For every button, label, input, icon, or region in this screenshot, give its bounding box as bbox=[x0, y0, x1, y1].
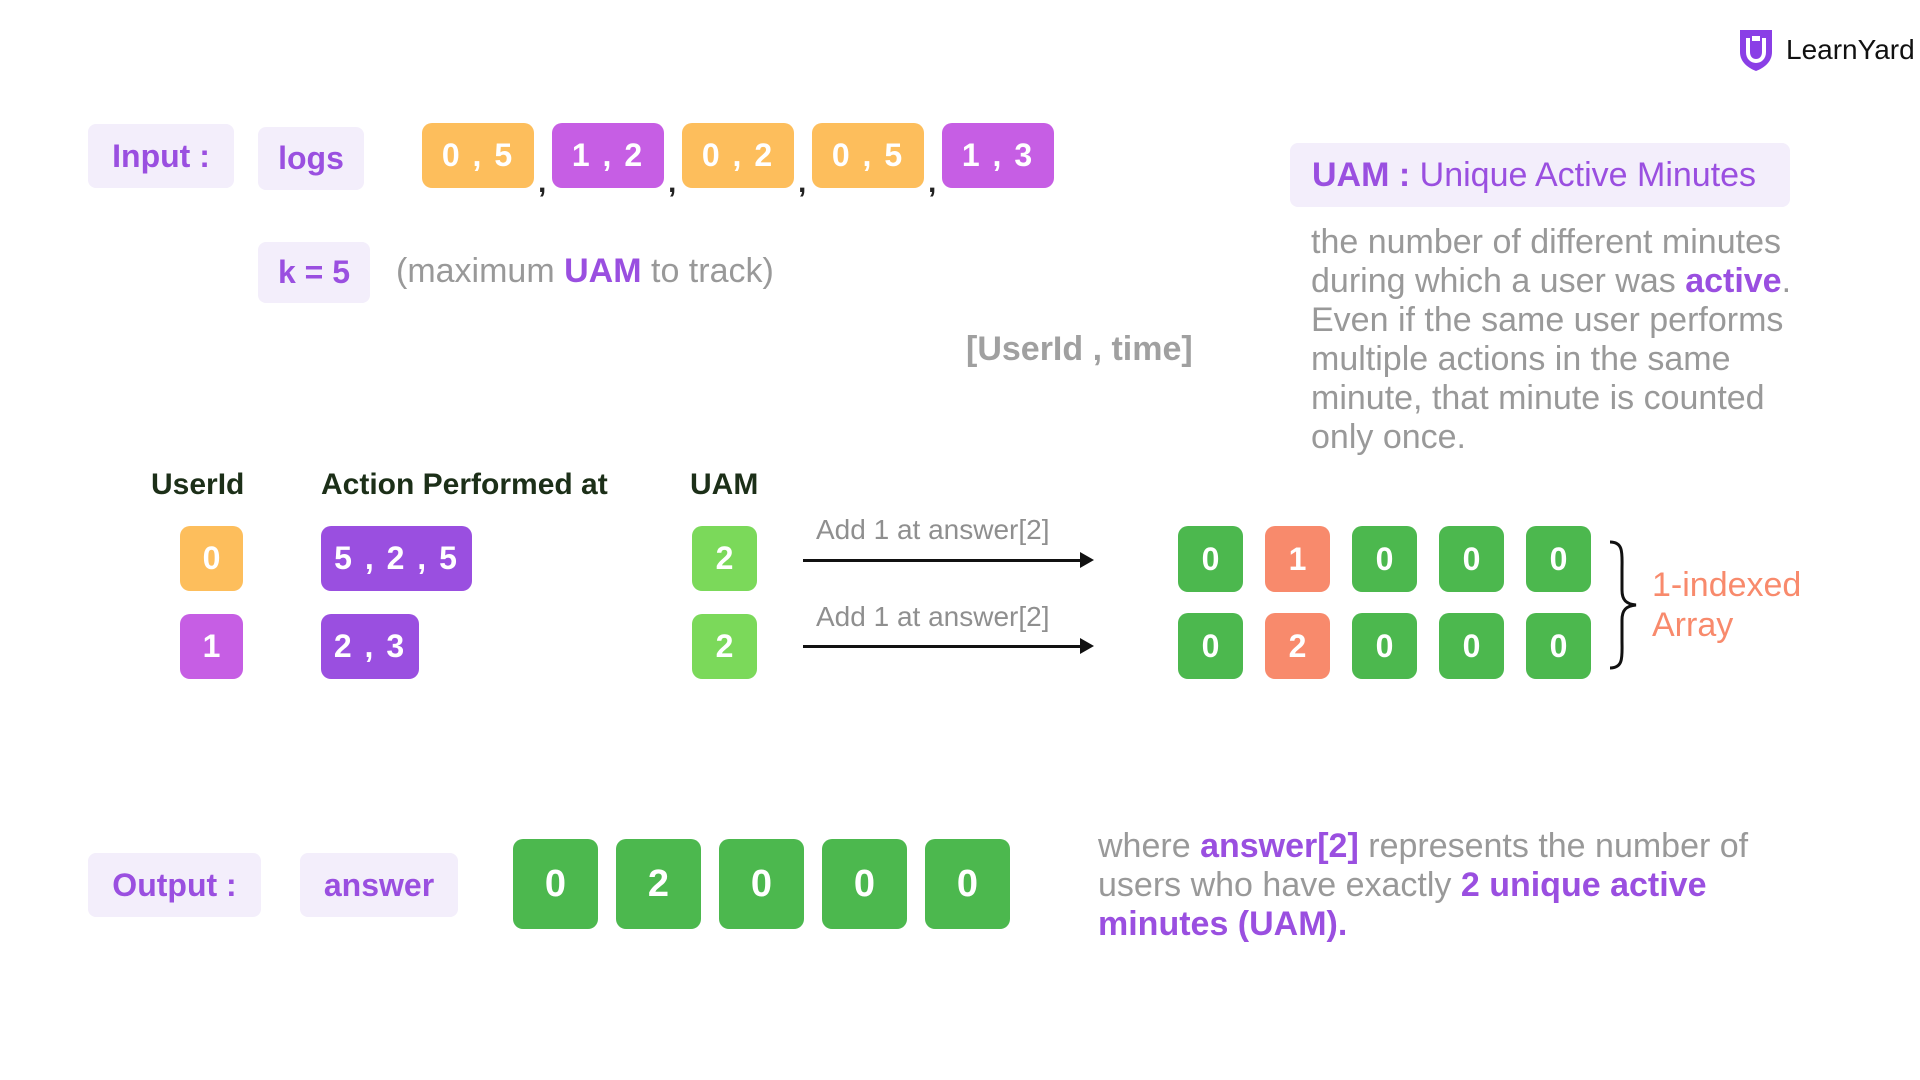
row-user-chip: 1 bbox=[180, 614, 243, 679]
row-arrow bbox=[803, 645, 1083, 648]
row-note: Add 1 at answer[2] bbox=[816, 601, 1050, 632]
shield-logo-icon bbox=[1740, 30, 1772, 71]
k-note-close: to track) bbox=[641, 252, 774, 290]
definition-text: the number of different minutes during w… bbox=[1311, 223, 1811, 457]
array-cell: 0 bbox=[1352, 613, 1417, 679]
array-cell: 1 bbox=[1265, 526, 1330, 592]
row-arrow-head-icon bbox=[1080, 552, 1094, 568]
definition-text-bold: active bbox=[1685, 262, 1782, 300]
output-expl-bold-1: answer[2] bbox=[1200, 827, 1359, 865]
array-cell: 0 bbox=[1526, 613, 1591, 679]
log-separator: , bbox=[668, 166, 677, 199]
header-userid: UserId bbox=[151, 468, 245, 501]
logs-label: logs bbox=[258, 127, 364, 190]
log-separator: , bbox=[928, 166, 937, 199]
definition-title-rest: Unique Active Minutes bbox=[1410, 156, 1757, 194]
format-hint: [UserId , time] bbox=[966, 330, 1193, 368]
array-cell: 0 bbox=[1439, 613, 1504, 679]
output-explanation: where answer[2] represents the number of… bbox=[1098, 827, 1798, 944]
array-cell: 0 bbox=[1439, 526, 1504, 592]
row-actions-chip: 2 , 3 bbox=[321, 614, 419, 679]
array-cell: 0 bbox=[1178, 526, 1243, 592]
log-chip: 1 , 3 bbox=[942, 123, 1054, 188]
row-arrow bbox=[803, 559, 1083, 562]
output-cell: 0 bbox=[925, 839, 1010, 929]
header-uam: UAM bbox=[690, 468, 759, 501]
header-actions: Action Performed at bbox=[321, 468, 608, 501]
brace-icon bbox=[1609, 540, 1637, 670]
row-arrow-head-icon bbox=[1080, 638, 1094, 654]
output-cell: 0 bbox=[513, 839, 598, 929]
output-expl-2: represents the number of users who have … bbox=[1098, 827, 1749, 904]
brand-name: LearnYard bbox=[1786, 34, 1915, 65]
k-label: k = 5 bbox=[258, 242, 370, 303]
k-note-open: (maximum bbox=[396, 252, 565, 290]
log-chip: 0 , 2 bbox=[682, 123, 794, 188]
row-uam-chip: 2 bbox=[692, 526, 757, 591]
definition-text-2: . Even if the same user performs multipl… bbox=[1311, 262, 1792, 456]
output-expl-1: where bbox=[1098, 827, 1201, 865]
array-cell: 0 bbox=[1352, 526, 1417, 592]
log-separator: , bbox=[798, 166, 807, 199]
array-cell: 2 bbox=[1265, 613, 1330, 679]
definition-title-bold: UAM : bbox=[1312, 156, 1411, 194]
row-uam-chip: 2 bbox=[692, 614, 757, 679]
input-label: Input : bbox=[88, 124, 234, 188]
row-user-chip: 0 bbox=[180, 526, 243, 591]
row-actions-chip: 5 , 2 , 5 bbox=[321, 526, 472, 591]
output-cell: 0 bbox=[719, 839, 804, 929]
output-cell: 0 bbox=[822, 839, 907, 929]
k-note: (maximum UAM to track) bbox=[396, 252, 774, 291]
output-cell: 2 bbox=[616, 839, 701, 929]
array-cell: 0 bbox=[1178, 613, 1243, 679]
row-note: Add 1 at answer[2] bbox=[816, 514, 1050, 545]
log-separator: , bbox=[538, 166, 547, 199]
log-chip: 0 , 5 bbox=[812, 123, 924, 188]
brand-logo: LearnYard bbox=[1736, 28, 1915, 72]
answer-label: answer bbox=[300, 853, 458, 917]
output-expl-bold-2: 2 unique active minutes (UAM). bbox=[1098, 866, 1707, 943]
array-note: 1-indexed Array bbox=[1652, 566, 1802, 644]
definition-text-1: the number of different minutes during w… bbox=[1311, 223, 1781, 300]
definition-title: UAM : Unique Active Minutes bbox=[1290, 143, 1790, 207]
k-note-uam: UAM bbox=[564, 252, 642, 290]
log-chip: 1 , 2 bbox=[552, 123, 664, 188]
array-cell: 0 bbox=[1526, 526, 1591, 592]
output-label: Output : bbox=[88, 853, 261, 917]
log-chip: 0 , 5 bbox=[422, 123, 534, 188]
